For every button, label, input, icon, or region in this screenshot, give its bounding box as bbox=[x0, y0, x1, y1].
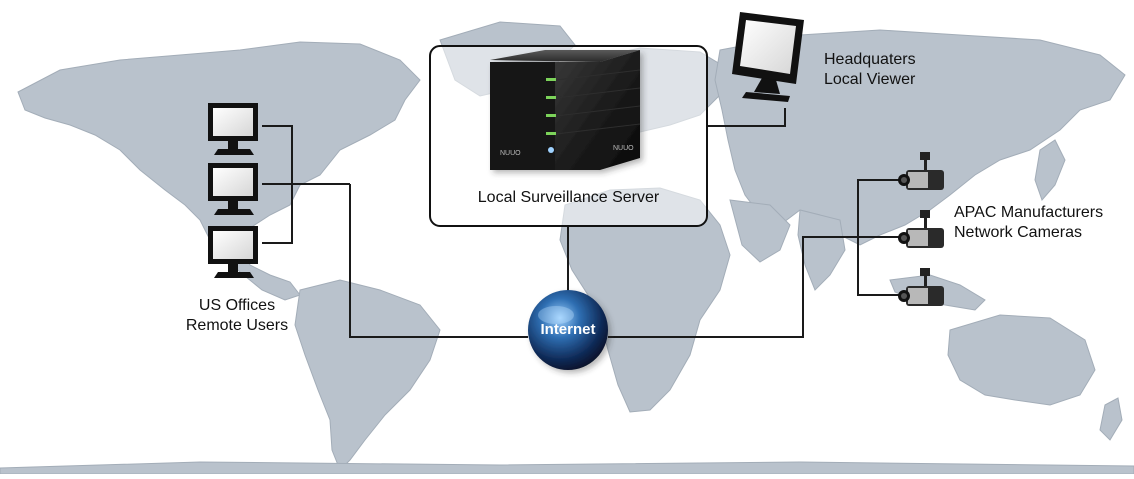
south-america-shape bbox=[294, 279, 441, 471]
server-icon: NUUO NUUO bbox=[490, 50, 641, 170]
internet-to-apac-link bbox=[608, 236, 858, 338]
server-to-hq-link bbox=[707, 108, 786, 127]
server-label: Local Surveillance Server bbox=[440, 188, 697, 208]
world-map bbox=[0, 21, 1134, 475]
us-monitor-icon-2 bbox=[208, 163, 258, 215]
server-label-text: Local Surveillance Server bbox=[477, 189, 660, 206]
us-offices-line1: US Offices bbox=[198, 297, 276, 314]
apac-line2: Network Cameras bbox=[954, 224, 1083, 241]
hq-label: Headquaters Local Viewer bbox=[824, 50, 916, 90]
japan-shape bbox=[1034, 139, 1066, 201]
server-side-face bbox=[555, 50, 640, 170]
camera-icon-2 bbox=[898, 210, 944, 248]
us-offices-line2: Remote Users bbox=[185, 317, 289, 334]
us-monitor-icon-1 bbox=[208, 103, 258, 155]
australia-shape bbox=[947, 314, 1096, 406]
hq-label-line2: Local Viewer bbox=[824, 71, 916, 88]
server-drive-lights bbox=[546, 78, 556, 135]
new-zealand-shape bbox=[1099, 397, 1123, 441]
globe-icon bbox=[528, 290, 608, 370]
connectors bbox=[262, 108, 900, 338]
server-brand-side: NUUO bbox=[613, 145, 634, 152]
camera-icon-3 bbox=[898, 268, 944, 306]
apac-line1: APAC Manufacturers bbox=[954, 204, 1104, 221]
antarctica-shape bbox=[0, 461, 1134, 475]
arabia-india-shape bbox=[729, 199, 791, 263]
camera-icon-1 bbox=[898, 152, 944, 190]
us-monitor-icon-3 bbox=[208, 226, 258, 278]
server-top-face bbox=[490, 50, 640, 62]
hq-label-line1: Headquaters bbox=[824, 51, 916, 68]
india-shape bbox=[797, 209, 846, 291]
us-to-internet-link bbox=[349, 184, 528, 338]
server-brand-front: NUUO bbox=[500, 150, 521, 157]
hq-monitor-icon bbox=[732, 12, 804, 102]
server-power-led bbox=[548, 147, 554, 153]
internet-label: Internet bbox=[540, 321, 596, 338]
server-front-face bbox=[490, 62, 555, 170]
us-offices-label: US Offices Remote Users bbox=[172, 296, 302, 336]
apac-label: APAC Manufacturers Network Cameras bbox=[954, 203, 1103, 243]
